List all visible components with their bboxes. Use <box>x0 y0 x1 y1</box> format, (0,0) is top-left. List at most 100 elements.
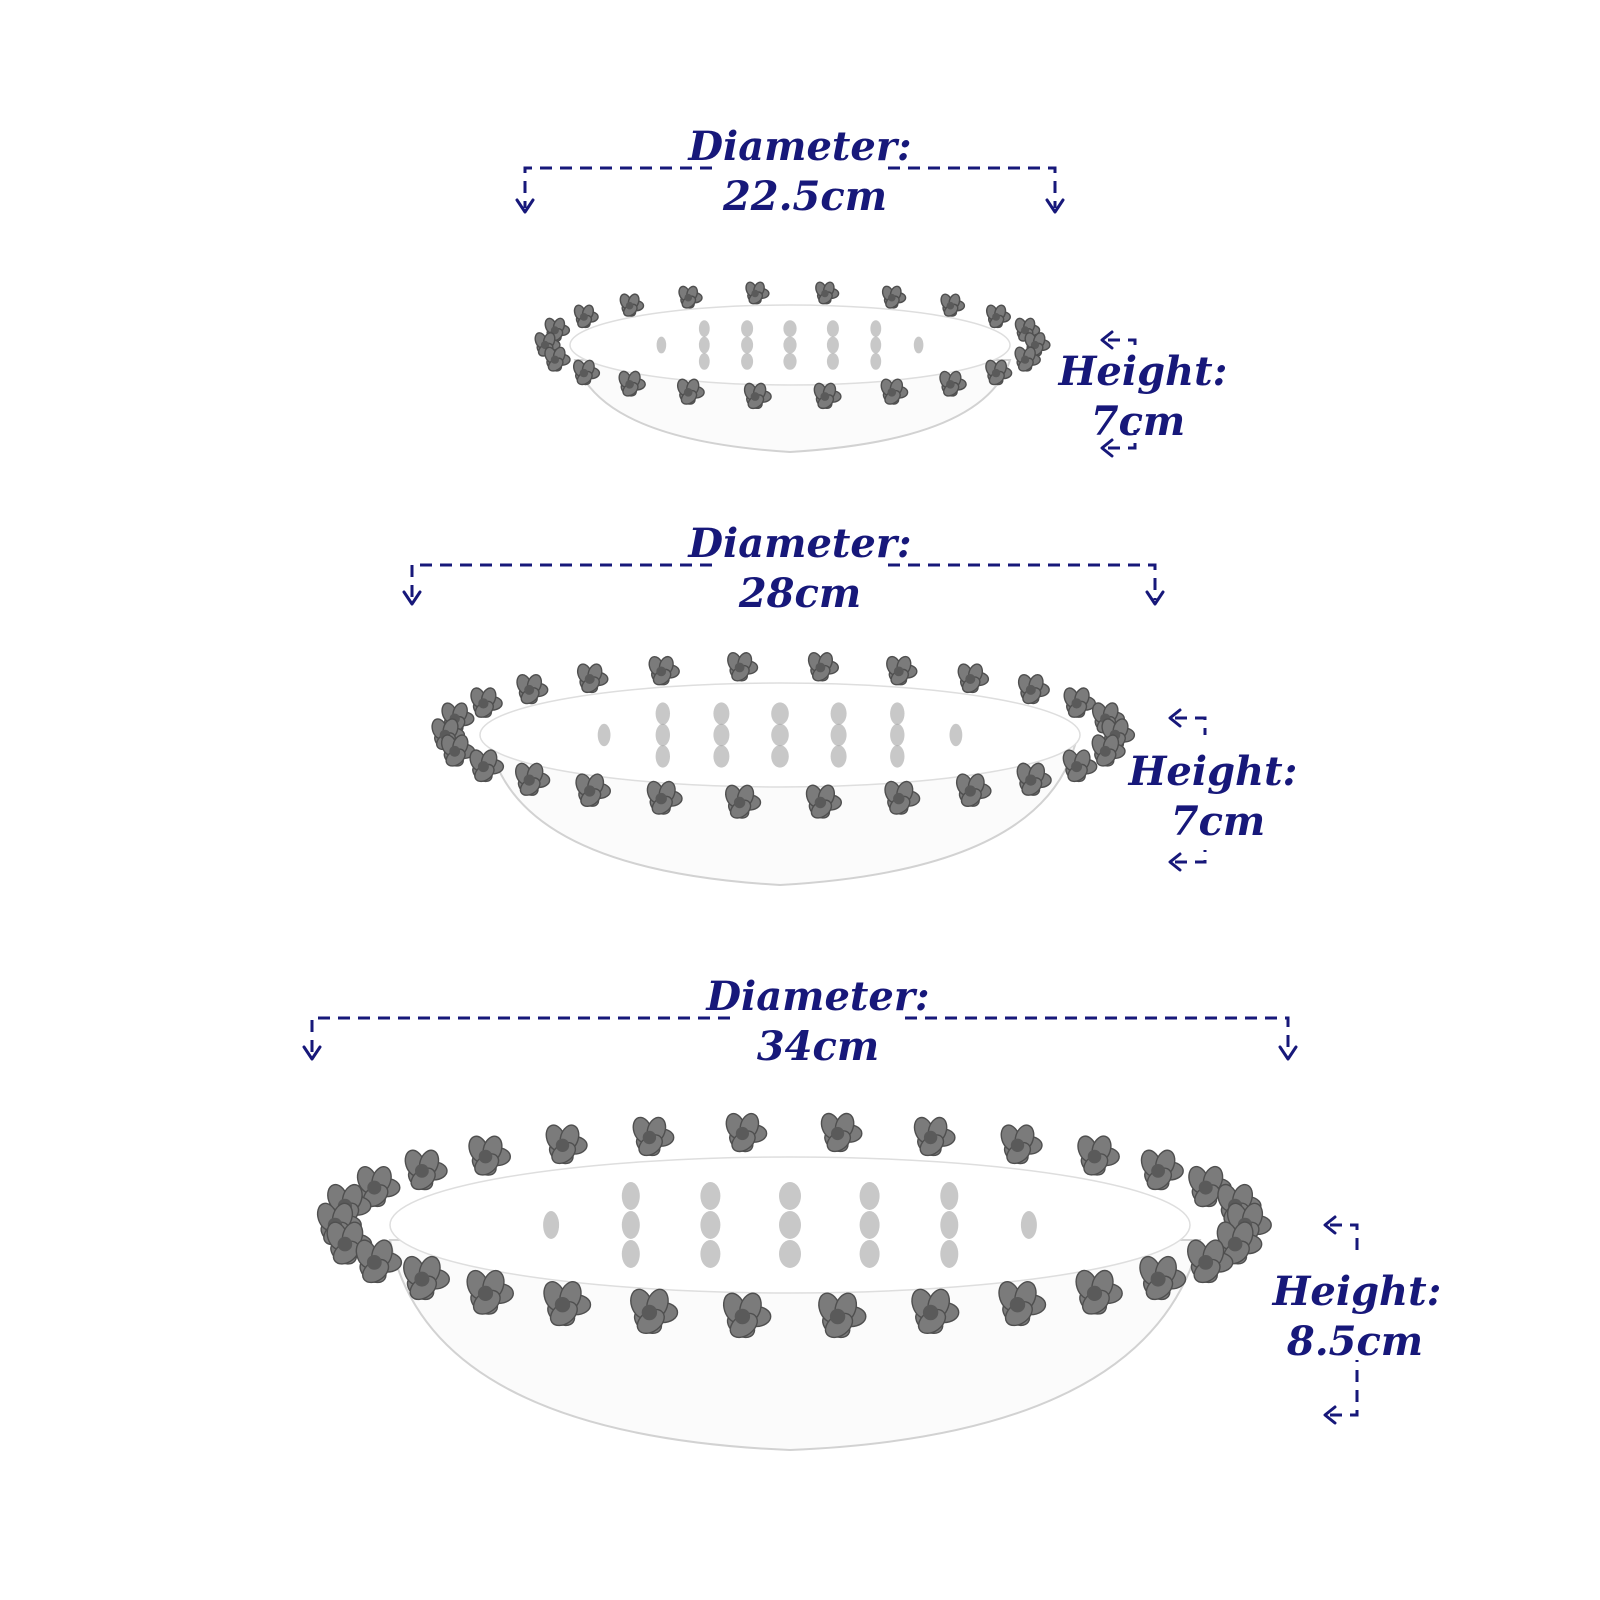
small-height-line-top <box>1108 338 1137 352</box>
medium-height-arrow-top <box>1168 708 1182 728</box>
small-diameter-arrow-right <box>1045 198 1065 214</box>
rose-ornament <box>646 780 683 815</box>
dimple <box>859 1240 880 1268</box>
large-diameter-arrow-left <box>302 1045 322 1061</box>
large-bowl-dimples <box>543 1182 1037 1268</box>
rose-ornament <box>618 370 646 397</box>
dimple <box>741 353 754 370</box>
rose-ornament <box>820 1112 863 1153</box>
rose-ornament <box>1187 1239 1234 1284</box>
rose-ornament <box>886 655 918 686</box>
small-diameter-arrow-left <box>515 198 535 214</box>
dimple <box>1020 1211 1037 1239</box>
dimple <box>655 745 670 768</box>
small-diameter-value: 22.5cm <box>722 173 887 220</box>
rose-ornament <box>884 780 921 815</box>
rose-ornament <box>678 285 703 309</box>
dimple <box>621 1182 640 1210</box>
rose-ornament <box>326 1221 373 1265</box>
rose-ornament <box>1000 1124 1043 1165</box>
medium-height-label: Height: <box>1128 748 1298 795</box>
rose-ornament <box>648 655 680 686</box>
rose-ornament <box>466 1269 514 1315</box>
rose-ornament <box>743 382 772 410</box>
rose-ornament <box>1017 673 1050 705</box>
rose-ornament <box>881 285 907 309</box>
rose-ornament <box>813 382 842 410</box>
rose-ornament <box>630 1288 679 1335</box>
dimple <box>700 1182 721 1210</box>
large-diameter-line-left <box>310 1016 730 1055</box>
dimple <box>621 1211 640 1239</box>
rose-ornament <box>725 784 762 819</box>
rose-ornament <box>543 1281 592 1327</box>
dimple <box>771 745 789 768</box>
rose-ornament <box>545 1124 588 1165</box>
dimple <box>859 1182 880 1210</box>
dimple <box>830 702 847 725</box>
dimple <box>830 745 847 768</box>
rose-ornament <box>355 1239 403 1284</box>
rose-ornament <box>1062 749 1098 783</box>
rose-ornament <box>727 652 759 682</box>
dimple <box>713 745 730 768</box>
dimple <box>859 1211 880 1239</box>
rose-ornament <box>440 734 476 767</box>
rose-ornament <box>722 1292 772 1339</box>
rose-ornament <box>1077 1135 1120 1176</box>
large-diameter-line-right <box>905 1016 1290 1055</box>
small-height-line-bottom <box>1108 430 1137 450</box>
dimple <box>940 1182 959 1210</box>
rose-ornament <box>807 652 839 682</box>
rose-ornament <box>470 687 503 718</box>
large-height-value: 8.5cm <box>1286 1318 1423 1365</box>
small-diameter-annotation: Diameter: 22.5cm <box>515 123 1065 220</box>
rose-ornament <box>940 293 966 317</box>
large-diameter-label: Diameter: <box>705 973 929 1020</box>
dimple <box>700 1240 721 1268</box>
rose-ornament <box>544 346 571 372</box>
dimple <box>779 1211 801 1239</box>
medium-diameter-arrow-right <box>1145 590 1165 606</box>
medium-height-arrow-bottom <box>1168 852 1182 872</box>
dimple <box>826 336 839 354</box>
large-height-arrow-bottom <box>1323 1405 1337 1425</box>
large-bowl-rose-rim <box>316 1112 1272 1339</box>
large-diameter-annotation: Diameter: 34cm <box>302 973 1298 1070</box>
dimple <box>656 336 667 354</box>
rose-ornament <box>939 370 967 397</box>
rose-ornament <box>957 663 990 694</box>
dimple <box>826 320 839 337</box>
dimple <box>870 353 882 370</box>
small-height-label: Height: <box>1058 348 1228 395</box>
medium-diameter-arrow-left <box>402 590 422 606</box>
dimple <box>890 723 905 747</box>
dimple <box>940 1211 959 1239</box>
small-height-arrow-bottom <box>1100 438 1114 458</box>
rose-ornament <box>632 1116 675 1157</box>
rose-ornament <box>818 1292 867 1339</box>
rose-ornament <box>1188 1165 1232 1208</box>
rose-ornament <box>575 773 611 808</box>
rose-ornament <box>403 1255 450 1301</box>
small-diameter-line-left <box>523 166 712 208</box>
small-bowl-dimples <box>656 320 924 370</box>
medium-diameter-label: Diameter: <box>687 520 911 567</box>
rose-ornament <box>1016 762 1052 796</box>
rose-ornament <box>815 281 840 305</box>
rose-ornament <box>725 1112 768 1153</box>
dimple <box>771 702 789 725</box>
dimple <box>890 702 905 725</box>
rose-ornament <box>404 1149 448 1191</box>
rose-ornament <box>745 281 770 305</box>
large-height-line-bottom <box>1330 1360 1359 1417</box>
rose-ornament <box>534 332 561 357</box>
rose-ornament <box>573 304 599 329</box>
rose-ornament <box>1063 687 1096 718</box>
dimple <box>655 723 670 747</box>
rose-ornament <box>1139 1255 1187 1301</box>
rose-ornament <box>514 762 551 796</box>
rose-ornament <box>880 378 909 405</box>
small-diameter-line-right <box>888 166 1057 208</box>
